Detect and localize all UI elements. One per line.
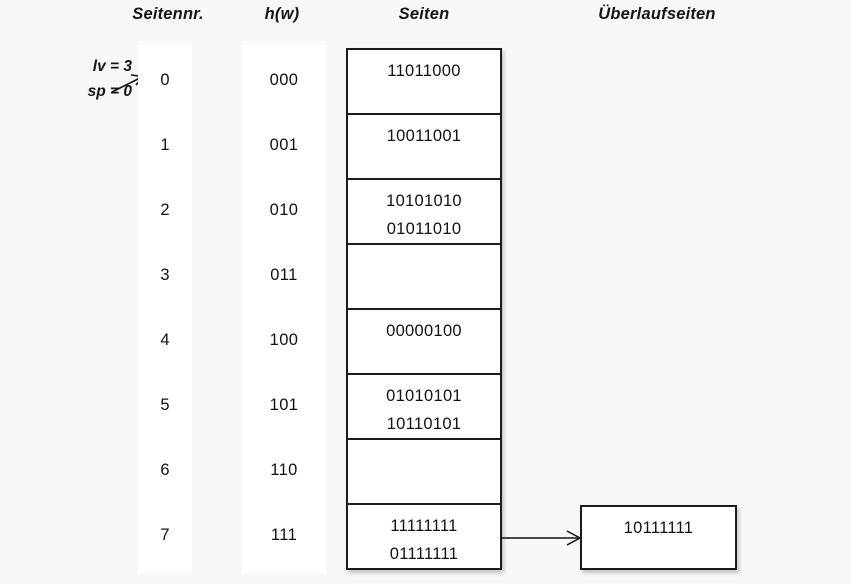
page-entry: 11011000 bbox=[387, 62, 461, 80]
overflow-page-entry: 10111111 bbox=[623, 519, 694, 537]
page-entry: 10110101 bbox=[386, 415, 462, 433]
overflow-page-box: 10111111 bbox=[580, 505, 737, 570]
table-row bbox=[348, 245, 500, 310]
list-item: 7 bbox=[160, 526, 170, 544]
table-row: 10101010 01011010 bbox=[348, 180, 500, 245]
annotation-line-lv: lv = 3 bbox=[92, 58, 132, 75]
column-header-seitennr: Seitennr. bbox=[132, 5, 204, 23]
list-item: 011 bbox=[270, 266, 298, 284]
list-item: 100 bbox=[269, 331, 299, 349]
page-entry: 01010101 bbox=[386, 387, 462, 405]
pages-table: 11011000 10011001 10101010 01011010 0000… bbox=[346, 48, 502, 570]
table-row: 11011000 bbox=[348, 50, 500, 115]
page-entry: 01011010 bbox=[386, 220, 462, 238]
list-item: 101 bbox=[269, 396, 299, 414]
list-item: 4 bbox=[160, 331, 170, 349]
list-item: 111 bbox=[270, 526, 298, 544]
table-row: 11111111 01111111 bbox=[348, 505, 500, 570]
table-row: 00000100 bbox=[348, 310, 500, 375]
page-entry: 00000100 bbox=[386, 322, 462, 340]
page-entry: 10101010 bbox=[386, 192, 462, 210]
seitennr-column-background bbox=[138, 45, 192, 573]
table-row: 01010101 10110101 bbox=[348, 375, 500, 440]
page-entry: 01111111 bbox=[389, 545, 459, 563]
list-item: 6 bbox=[160, 461, 170, 479]
hash-column-background bbox=[242, 45, 326, 573]
list-item: 5 bbox=[160, 396, 170, 414]
column-header-ueberlaufseiten: Überlaufseiten bbox=[598, 5, 716, 23]
page-entry: 10011001 bbox=[386, 127, 462, 145]
hash-value-list: 000 001 010 011 100 101 110 111 bbox=[242, 48, 326, 568]
list-item: 010 bbox=[269, 201, 299, 219]
overflow-link-arrow-icon bbox=[501, 530, 582, 546]
list-item: 110 bbox=[270, 461, 298, 479]
page-entry: 11111111 bbox=[390, 517, 458, 535]
column-header-seiten: Seiten bbox=[398, 5, 450, 23]
column-header-hash-function: h(w) bbox=[264, 5, 300, 23]
list-item: 2 bbox=[160, 201, 170, 219]
list-item: 1 bbox=[160, 136, 170, 154]
table-row: 10011001 bbox=[348, 115, 500, 180]
list-item: 001 bbox=[269, 136, 299, 154]
list-item: 000 bbox=[269, 71, 299, 89]
seitennr-value-list: 0 1 2 3 4 5 6 7 bbox=[138, 48, 192, 568]
table-row bbox=[348, 440, 500, 505]
list-item: 0 bbox=[160, 71, 170, 89]
list-item: 3 bbox=[160, 266, 170, 284]
